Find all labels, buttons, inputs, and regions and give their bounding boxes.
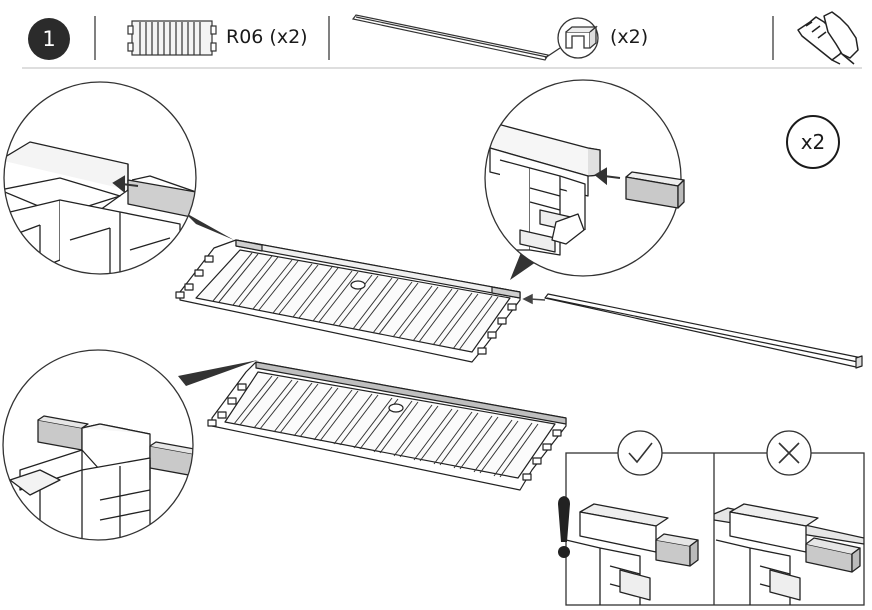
rail-end-piece [625,171,685,209]
exclamation-icon [558,496,570,558]
check-icon [617,430,663,476]
push-arrow-right [594,167,621,186]
parts-header: 1 R06 (x2) (x2) [0,0,872,72]
push-arrow-left [112,175,139,194]
zoom-callout-bottom-left [2,349,258,541]
quantity-multiplier-badge: x2 [786,115,840,169]
rail-part-label: (x2) [610,26,649,48]
zoom-callout-top-right [484,79,685,280]
zoom-callout-top-left [3,81,234,275]
insert-arrow [522,293,546,305]
panel-bottom [207,361,567,491]
cross-icon [766,430,812,476]
rail-being-inserted [544,293,863,369]
panel-part-label: R06 (x2) [226,26,308,48]
comparison-box [558,430,865,606]
correct-example [566,503,699,605]
incorrect-example [714,503,864,605]
step-number-badge: 1 [28,18,70,60]
panel-top [175,239,521,363]
